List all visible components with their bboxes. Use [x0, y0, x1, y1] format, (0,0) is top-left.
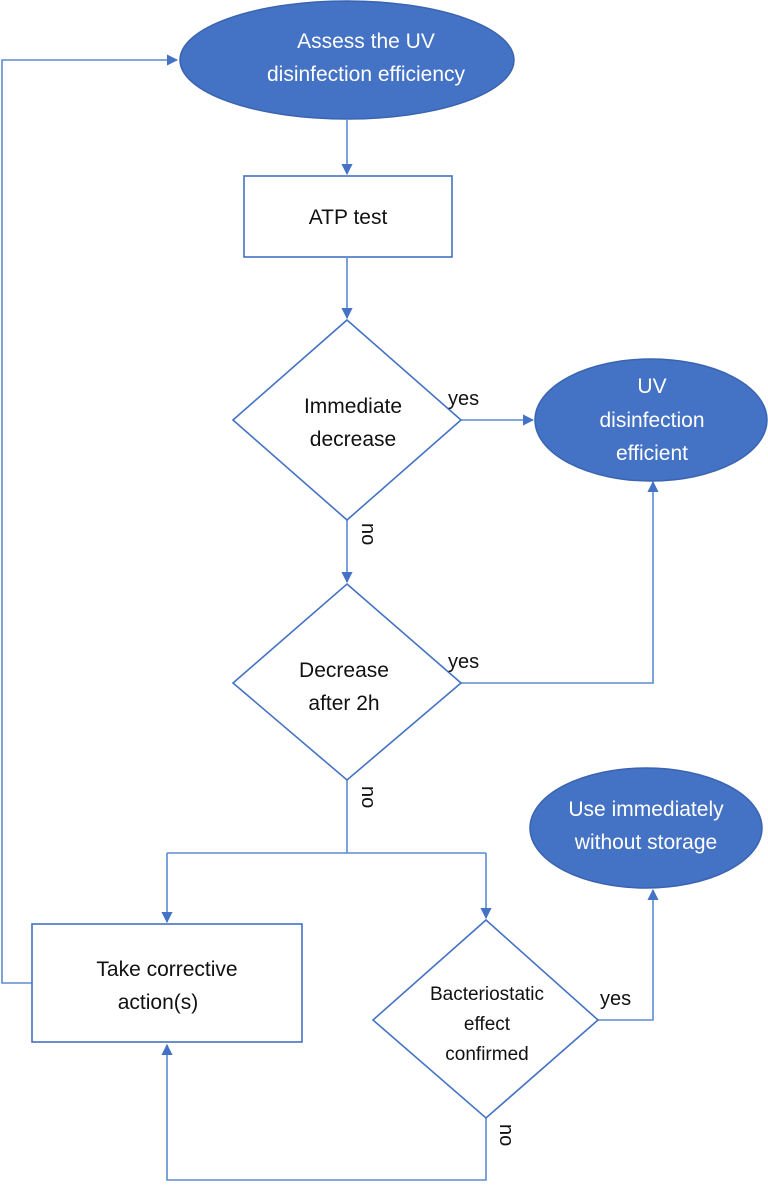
arrow-bacterio-no — [161, 1043, 487, 1181]
efficient-label-line3: efficient — [616, 442, 688, 465]
immediate-no-label: no — [357, 523, 379, 545]
start-label-line1: Assess the UV — [297, 30, 435, 53]
immediate-label-line1: Immediate — [304, 395, 402, 418]
after2h-label-line2: after 2h — [308, 692, 379, 715]
corrective-label-line1: Take corrective — [96, 958, 237, 981]
bacteriostatic-diamond — [371, 918, 600, 1120]
corrective-action-box — [31, 923, 303, 1043]
immediate-label-line2: decrease — [310, 428, 396, 451]
decrease-after-2h-diamond — [231, 582, 463, 782]
after2h-yes-label: yes — [448, 651, 479, 673]
use-immediately-ellipse — [529, 767, 763, 889]
atp-test-label: ATP test — [309, 206, 388, 229]
efficient-ellipse — [534, 358, 768, 482]
bacterio-yes-label: yes — [600, 988, 631, 1010]
use-now-label-line1: Use immediately — [568, 798, 724, 821]
corrective-label-line2: action(s) — [118, 991, 199, 1014]
start-ellipse — [179, 0, 515, 120]
efficient-label-line2: disinfection — [599, 409, 704, 432]
bacterio-no-label: no — [495, 1124, 517, 1146]
bacterio-label-line3: confirmed — [445, 1044, 528, 1065]
bacterio-label-line2: effect — [464, 1014, 511, 1035]
arrow-after2h-yes — [461, 480, 659, 684]
immediate-yes-label: yes — [448, 388, 479, 410]
efficient-label-line1: UV — [637, 375, 666, 398]
after2h-label-line1: Decrease — [299, 659, 389, 682]
after2h-no-label: no — [357, 786, 379, 808]
start-label-line2: disinfection efficiency — [267, 63, 466, 86]
use-now-label-line2: without storage — [574, 831, 717, 854]
arrow-loop-to-start — [1, 54, 179, 984]
atp-test-box — [243, 175, 453, 258]
arrow-bacterio-yes — [598, 888, 659, 1021]
bacterio-label-line1: Bacteriostatic — [430, 984, 544, 1005]
connectors — [1, 54, 659, 1181]
immediate-decrease-diamond — [231, 318, 463, 522]
